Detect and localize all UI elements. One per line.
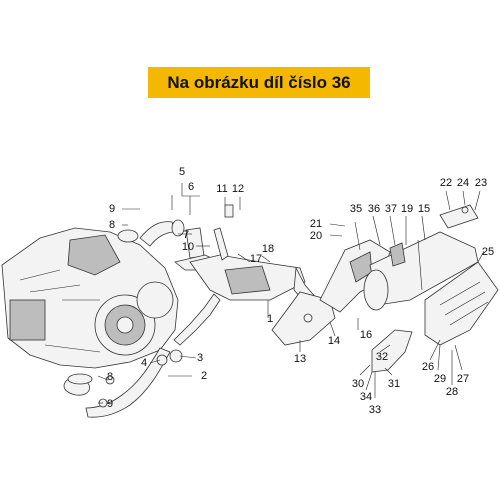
part-number-banner: Na obrázku díl číslo 36 bbox=[148, 67, 370, 98]
callout-30: 30 bbox=[352, 378, 364, 390]
callout-23: 23 bbox=[475, 177, 487, 189]
callout-14: 14 bbox=[328, 335, 340, 347]
callout-5: 5 bbox=[179, 166, 185, 178]
callout-28: 28 bbox=[446, 386, 458, 398]
callout-8-bottom: 8 bbox=[107, 371, 113, 383]
callout-6: 6 bbox=[188, 181, 194, 193]
callout-31: 31 bbox=[388, 378, 400, 390]
bracket-13 bbox=[271, 291, 336, 346]
lambda-sensor bbox=[213, 204, 234, 261]
callout-26: 26 bbox=[422, 361, 434, 373]
callout-15: 15 bbox=[418, 203, 430, 215]
callout-13: 13 bbox=[294, 353, 306, 365]
callout-16: 16 bbox=[360, 329, 372, 341]
callout-27: 27 bbox=[457, 373, 469, 385]
callout-17: 17 bbox=[250, 253, 262, 265]
end-cap bbox=[439, 204, 479, 229]
callout-29: 29 bbox=[434, 373, 446, 385]
frame-bracket bbox=[319, 239, 391, 313]
callout-37: 37 bbox=[385, 203, 397, 215]
callout-labels: 5 6 9 8 7 10 11 12 18 17 1 13 14 16 21 2… bbox=[107, 166, 494, 416]
callout-22: 22 bbox=[440, 177, 452, 189]
callout-25: 25 bbox=[482, 246, 494, 258]
callout-2: 2 bbox=[201, 370, 207, 382]
banner-text: Na obrázku díl číslo 36 bbox=[167, 72, 351, 92]
callout-3: 3 bbox=[197, 352, 203, 364]
silencer bbox=[363, 231, 479, 311]
callout-20: 20 bbox=[310, 230, 322, 242]
callout-32: 32 bbox=[376, 351, 388, 363]
callout-7: 7 bbox=[183, 229, 189, 241]
callout-34: 34 bbox=[360, 391, 372, 403]
callout-1: 1 bbox=[267, 313, 273, 325]
callout-24: 24 bbox=[457, 177, 469, 189]
callout-33: 33 bbox=[369, 404, 381, 416]
callout-12: 12 bbox=[232, 183, 244, 195]
leader-lines bbox=[97, 183, 485, 404]
callout-21: 21 bbox=[310, 218, 322, 230]
callout-9-top: 9 bbox=[109, 203, 115, 215]
callout-35: 35 bbox=[350, 203, 362, 215]
callout-9-bottom: 9 bbox=[107, 398, 113, 410]
callout-10: 10 bbox=[182, 241, 194, 253]
callout-4: 4 bbox=[141, 357, 147, 369]
callout-8-top: 8 bbox=[109, 219, 115, 231]
callout-18: 18 bbox=[262, 243, 274, 255]
callout-19: 19 bbox=[401, 203, 413, 215]
callout-36: 36 bbox=[368, 203, 380, 215]
engine-block bbox=[1, 227, 179, 369]
callout-11: 11 bbox=[216, 183, 227, 195]
